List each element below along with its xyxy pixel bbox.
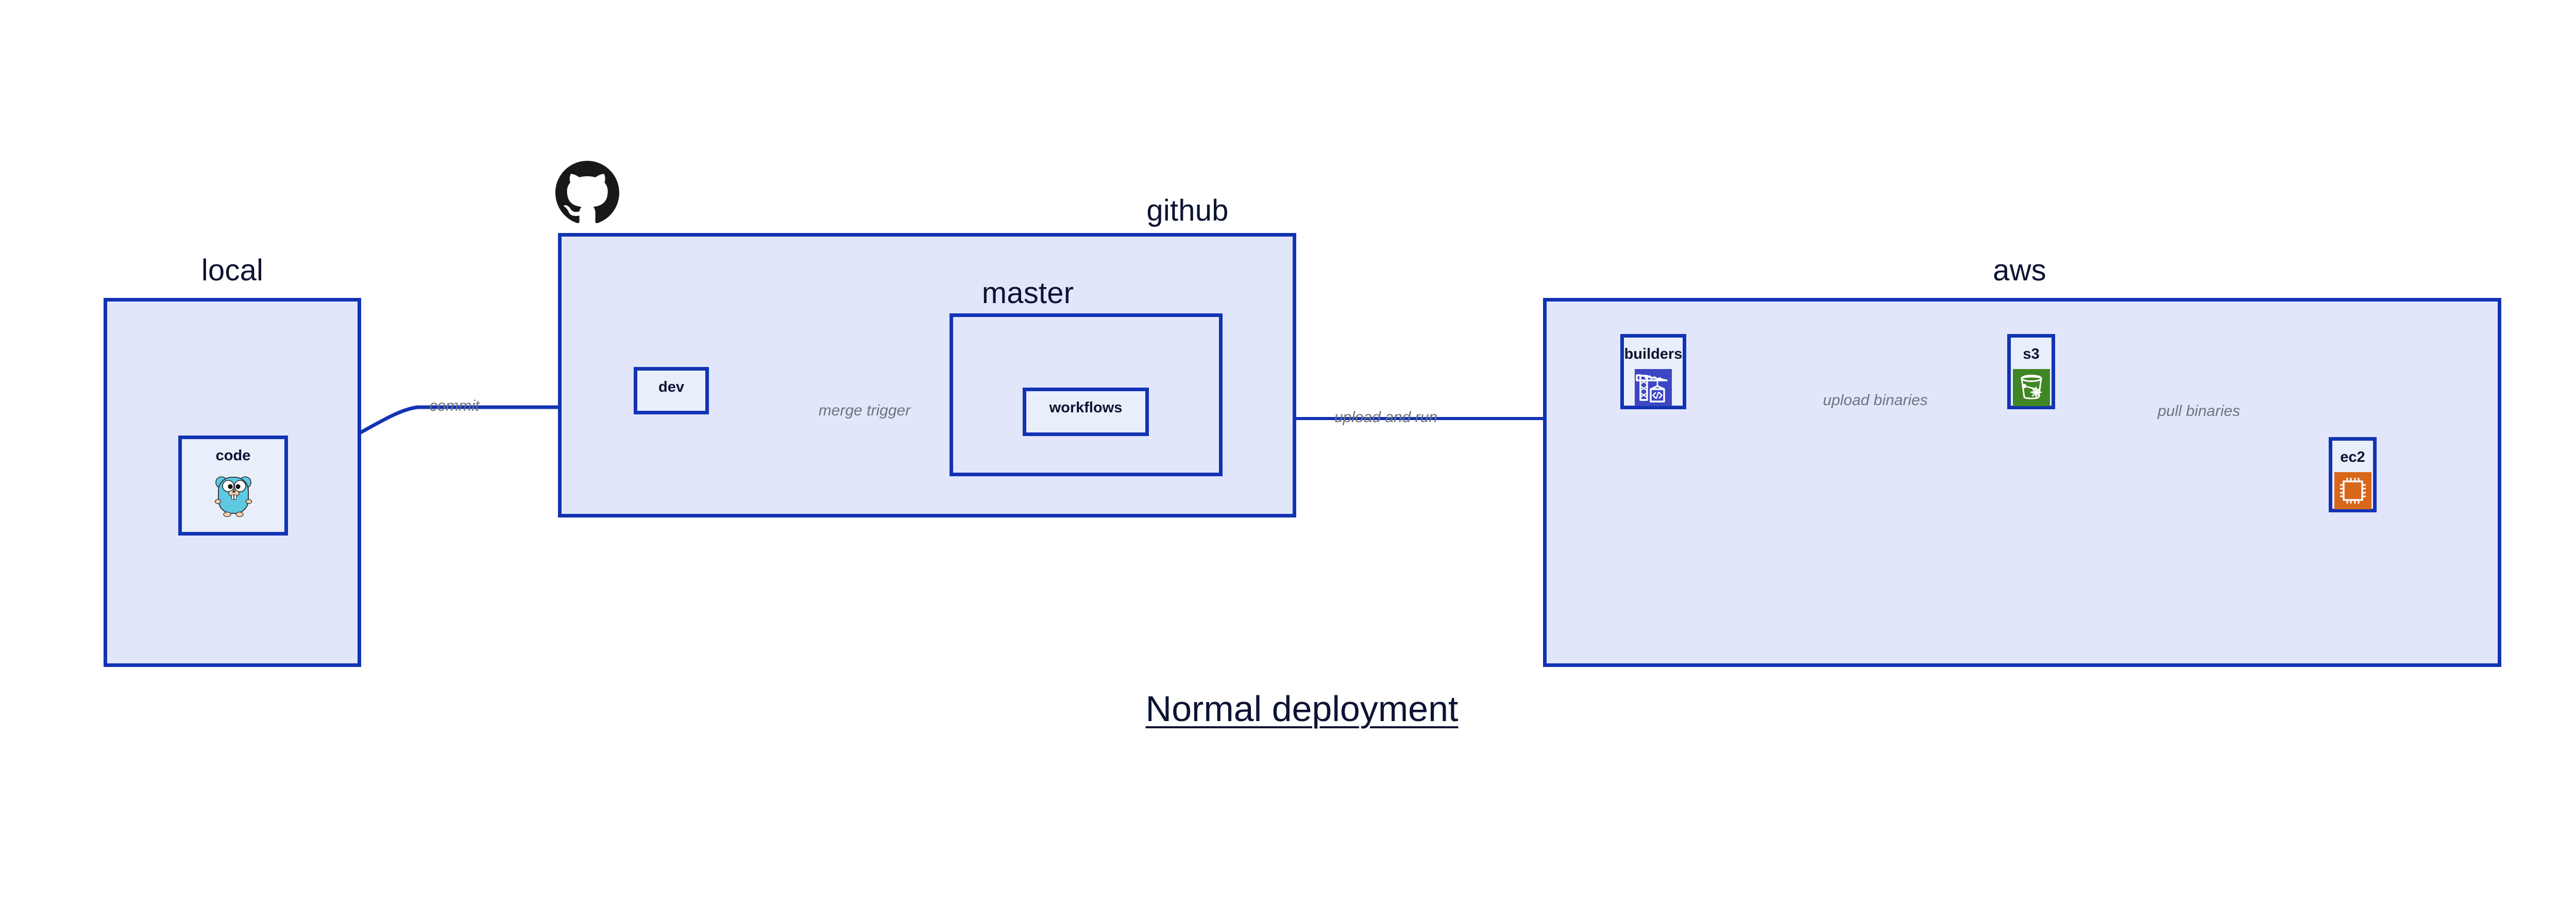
go-gopher-icon [214,471,252,521]
aws-s3-glacier-icon [2012,369,2050,409]
edge-label-commit: commit [429,397,480,414]
edge-label-merge-trigger: merge trigger [818,402,911,419]
edge-label-pull-binaries: pull binaries [2157,403,2241,420]
diagram-title: Normal deployment [0,691,2576,727]
diagram-title-text: Normal deployment [1145,689,1459,729]
node-builders[interactable]: builders [1620,334,1686,409]
group-label-local: local [201,254,264,287]
node-workflows-label: workflows [1049,399,1123,416]
node-s3-label: s3 [2023,346,2040,362]
node-code[interactable]: code [178,436,288,536]
node-code-label: code [215,447,251,464]
node-dev[interactable]: dev [634,367,709,414]
node-ec2-label: ec2 [2340,449,2365,465]
aws-codebuild-icon [1635,369,1672,409]
node-workflows[interactable]: workflows [1023,388,1149,436]
group-label-github: github [1146,194,1229,227]
aws-ec2-icon [2334,472,2371,512]
node-s3[interactable]: s3 [2007,334,2055,409]
edge-label-upload-and-run: upload and run [1334,409,1438,426]
node-builders-label: builders [1624,346,1683,362]
group-label-aws: aws [1993,254,2046,287]
group-label-master: master [981,276,1074,310]
github-octocat-icon [555,161,619,225]
edge-label-upload-binaries: upload binaries [1823,392,1928,409]
node-dev-label: dev [658,379,684,395]
node-ec2[interactable]: ec2 [2329,437,2377,512]
